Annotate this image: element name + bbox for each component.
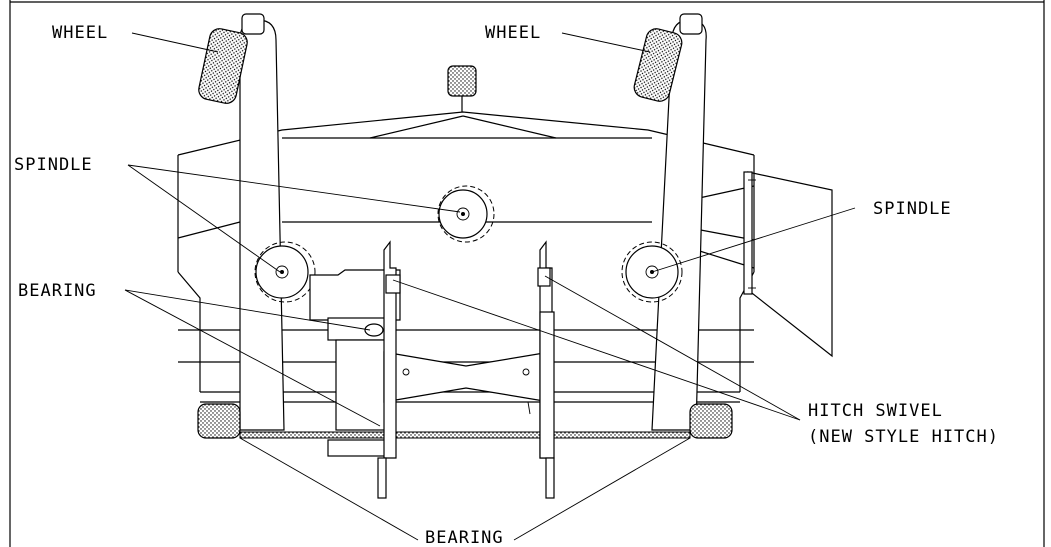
label-spindle-left: SPINDLE bbox=[14, 155, 93, 175]
label-bearing-bottom: BEARING bbox=[425, 528, 504, 547]
right-wheel-icon bbox=[633, 28, 683, 102]
label-hitch-swivel-line1: HITCH SWIVEL bbox=[808, 401, 943, 421]
label-wheel-right: WHEEL bbox=[485, 23, 541, 43]
spindle-center-icon bbox=[437, 185, 495, 243]
label-bearing-left: BEARING bbox=[18, 281, 97, 301]
spindle-left-icon bbox=[254, 241, 316, 303]
frame-border bbox=[9, 0, 1045, 547]
left-wheel-icon bbox=[198, 28, 248, 104]
hitch-assembly bbox=[309, 240, 555, 499]
label-hitch-swivel-line2: (NEW STYLE HITCH) bbox=[808, 427, 999, 447]
rear-left-wheel-icon bbox=[197, 403, 241, 439]
callout-labels: WHEEL WHEEL SPINDLE SPINDLE BEARING HITC… bbox=[14, 23, 999, 547]
center-wheel bbox=[447, 65, 477, 112]
label-spindle-right: SPINDLE bbox=[873, 199, 952, 219]
label-wheel-left: WHEEL bbox=[52, 23, 108, 43]
lower-plate bbox=[327, 439, 389, 457]
rear-roller-strip bbox=[239, 431, 691, 439]
rear-right-wheel-icon bbox=[689, 403, 733, 439]
leader-lines bbox=[124, 32, 856, 541]
right-wheel-arm bbox=[633, 13, 707, 431]
discharge-chute bbox=[743, 171, 833, 358]
left-wheel-arm bbox=[198, 13, 285, 431]
